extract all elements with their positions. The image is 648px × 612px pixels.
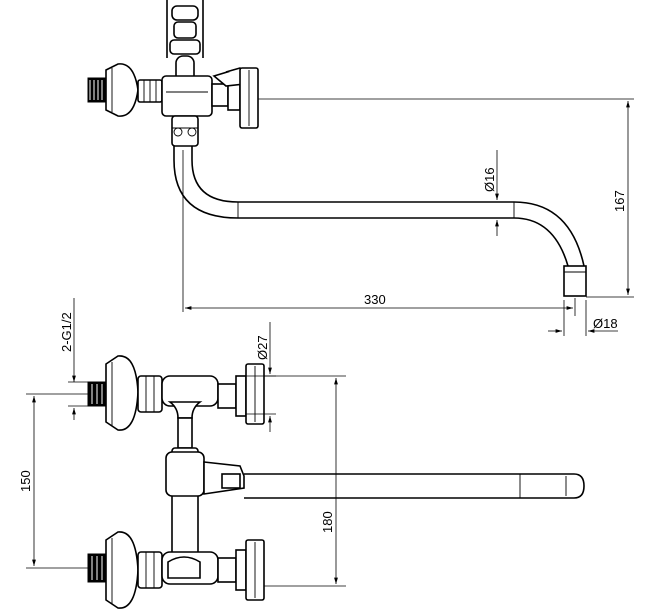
front-view: 2-G1/2 Ø27 150 180 <box>18 298 585 609</box>
dim-150-label: 150 <box>18 470 33 492</box>
dim-18-label: Ø18 <box>593 316 618 331</box>
spout-pipe <box>173 146 587 297</box>
dim-spout-height: 167 <box>258 98 634 298</box>
shower-connector-tube <box>166 0 204 83</box>
dim-spout-reach: 330 <box>185 292 576 316</box>
wall-flange-lower <box>87 531 139 609</box>
wall-flange-top <box>87 63 139 117</box>
dim-inlet-spacing: 150 <box>18 393 88 569</box>
mixer-body <box>165 447 585 567</box>
dim-27-label: Ø27 <box>255 335 270 360</box>
dim-330-label: 330 <box>364 292 386 307</box>
upper-valve <box>137 363 265 449</box>
dim-167-label: 167 <box>612 190 627 212</box>
top-view: 167 330 Ø16 Ø18 <box>87 0 634 336</box>
dim-overall-height: 180 <box>264 375 346 587</box>
dim-180-label: 180 <box>320 511 335 533</box>
wall-flange-upper <box>87 355 139 431</box>
dim-spout-diameter: Ø16 <box>482 150 499 236</box>
dim-g12-label: 2-G1/2 <box>59 312 74 352</box>
valve-body-top <box>137 67 259 147</box>
lower-valve <box>137 539 265 601</box>
dim-16-label: Ø16 <box>482 167 497 192</box>
dim-inlet-thread: 2-G1/2 <box>59 298 88 420</box>
dim-outlet-diameter: Ø18 <box>548 300 618 336</box>
